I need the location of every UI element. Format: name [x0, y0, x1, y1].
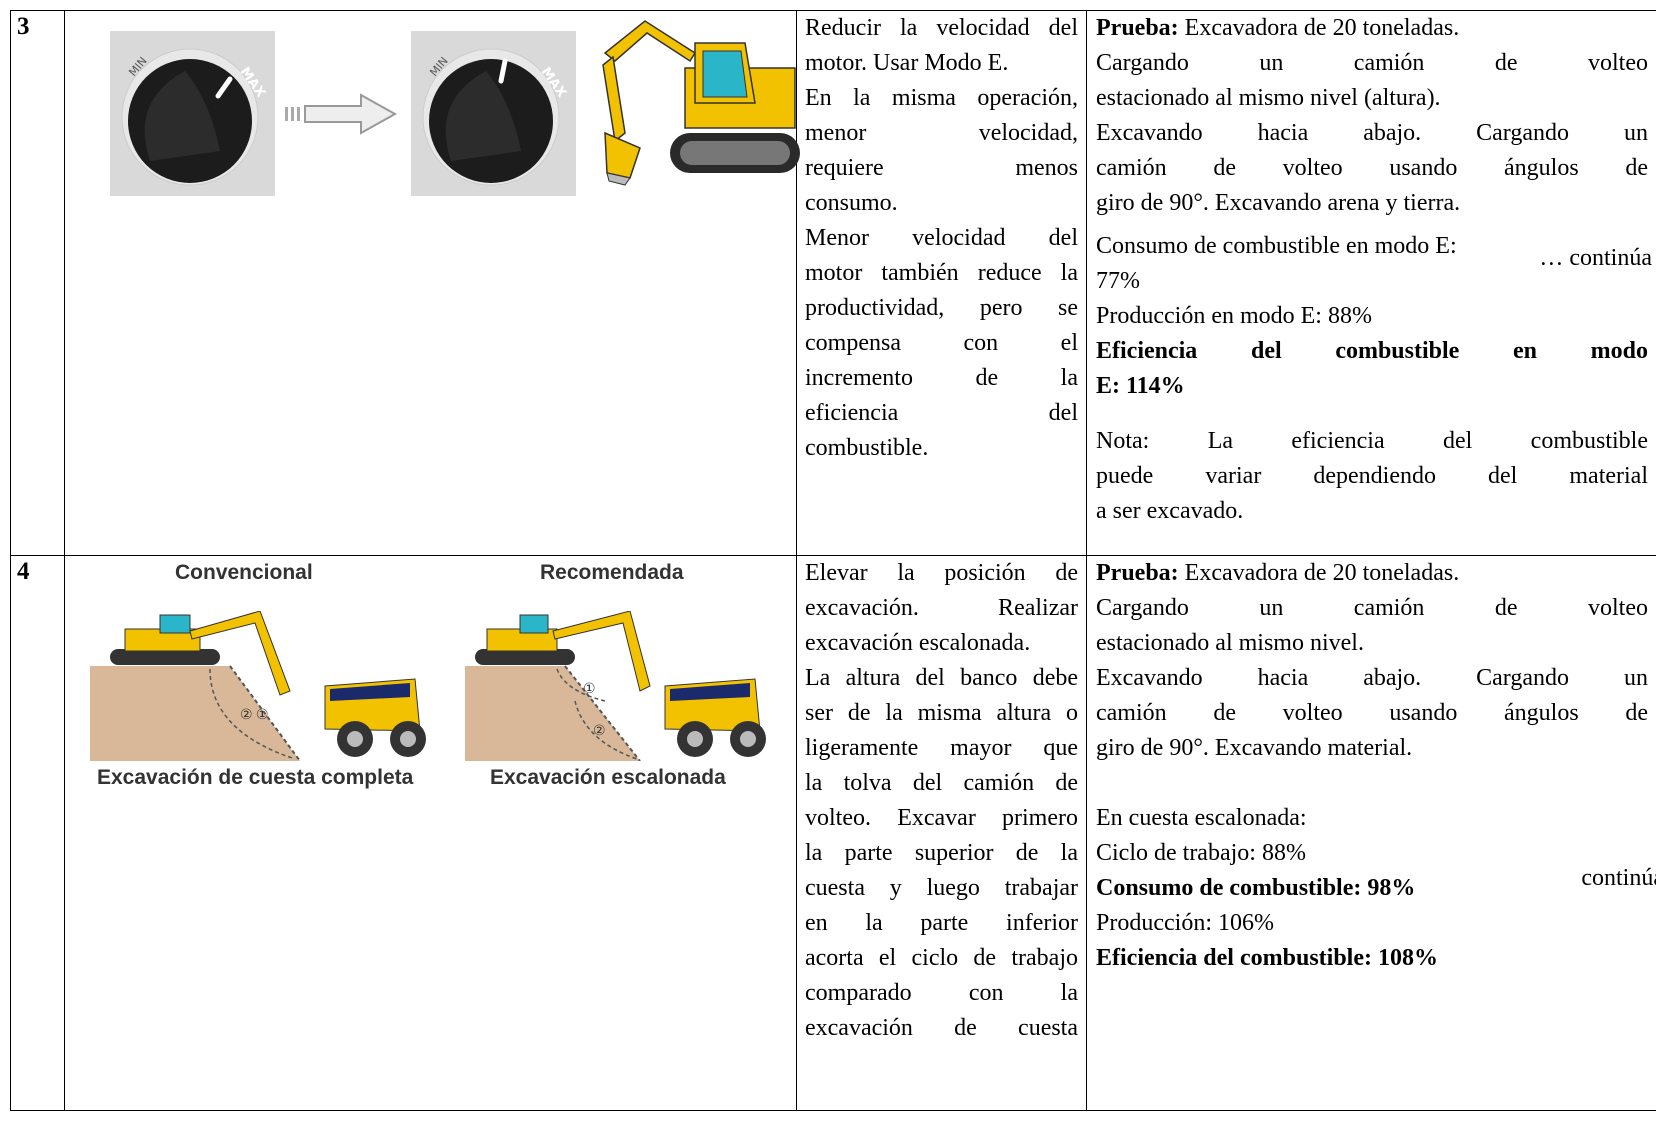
- row-number: 4: [10, 555, 65, 1111]
- marker-one: ①: [583, 681, 596, 697]
- row-number: 3: [10, 10, 65, 556]
- marker-two: ②: [593, 723, 606, 739]
- description-line: motor también reduce la: [805, 260, 1078, 286]
- description-line: la parte superior de la: [805, 840, 1078, 866]
- description-line: productividad, pero se: [805, 295, 1078, 321]
- description-line: La altura del banco debe: [805, 665, 1078, 691]
- test-line: Cargando un camión de volteo: [1096, 595, 1648, 621]
- description-line: excavación. Realizar: [805, 595, 1078, 621]
- description-line: requiere menos: [805, 155, 1078, 181]
- test-text: Excavadora de 20 toneladas.: [1178, 15, 1460, 41]
- stepped-illustration: ① ②: [465, 611, 766, 761]
- description-line: incremento de la: [805, 365, 1078, 391]
- work-cycle: Ciclo de trabajo: 88%: [1096, 840, 1306, 866]
- arrow-right-icon: [285, 93, 398, 135]
- document-table: 3 MIN MAX: [10, 10, 1656, 1111]
- fuel-consumption: Consumo de combustible: 98%: [1096, 875, 1416, 901]
- test-text: Excavadora de 20 toneladas.: [1178, 560, 1460, 586]
- illustration-cell: Convencional Recomendada ② ①: [64, 555, 797, 1111]
- note: puede variar dependiendo del material: [1096, 463, 1648, 489]
- description-line: la tolva del camión de: [805, 770, 1078, 796]
- description-line: ligeramente mayor que: [805, 735, 1078, 761]
- note: a ser excavado.: [1096, 498, 1244, 524]
- efficiency-value: E: 114%: [1096, 373, 1185, 399]
- test-line: camión de volteo usando ángulos de: [1096, 700, 1648, 726]
- throttle-dial-before: MIN MAX: [110, 31, 275, 196]
- description-line: compensa con el: [805, 330, 1078, 356]
- description-line: excavación de cuesta: [805, 1015, 1078, 1041]
- description-cell: Reducir la velocidad del motor. Usar Mod…: [796, 10, 1087, 556]
- caption-full-slope: Excavación de cuesta completa: [97, 766, 414, 789]
- description-cell: Elevar la posición de excavación. Realiz…: [796, 555, 1087, 1111]
- description-line: Elevar la posición de: [805, 560, 1078, 586]
- caption-conventional: Convencional: [175, 561, 313, 584]
- efficiency: Eficiencia del combustible: 108%: [1096, 945, 1438, 971]
- test-line: estacionado al mismo nivel.: [1096, 630, 1364, 656]
- description-line: excavación escalonada.: [805, 630, 1031, 656]
- description-line: combustible.: [805, 435, 929, 461]
- description-line: ser de la misma altura o: [805, 700, 1078, 726]
- continued-marker: … continúa: [1539, 245, 1652, 271]
- stepped-heading: En cuesta escalonada:: [1096, 805, 1307, 831]
- note: Nota: La eficiencia del combustible: [1096, 428, 1648, 454]
- description-line: Reducir la velocidad del: [805, 15, 1078, 41]
- description-line: consumo.: [805, 190, 898, 216]
- description-line: comparado con la: [805, 980, 1078, 1006]
- test-label: Prueba:: [1096, 560, 1179, 586]
- marker-two: ②: [240, 707, 253, 723]
- caption-stepped: Excavación escalonada: [490, 766, 726, 789]
- table-row: 3 MIN MAX: [10, 10, 1656, 556]
- continued-marker: continúa: [1581, 865, 1656, 891]
- test-line: estacionado al mismo nivel (altura).: [1096, 85, 1441, 111]
- throttle-dial-after: MIN MAX: [411, 31, 576, 196]
- fuel-consumption: Consumo de combustible en modo E:: [1096, 233, 1457, 259]
- caption-recommended: Recomendada: [540, 561, 684, 584]
- test-line: Cargando un camión de volteo: [1096, 50, 1648, 76]
- test-label: Prueba:: [1096, 15, 1179, 41]
- illustration-cell: MIN MAX MIN MAX: [64, 10, 800, 556]
- description-line: motor. Usar Modo E.: [805, 50, 1009, 76]
- test-line: Excavando hacia abajo. Cargando un: [1096, 120, 1648, 146]
- description-line: en la parte inferior: [805, 910, 1078, 936]
- description-line: Menor velocidad del: [805, 225, 1078, 251]
- excavator-illustration: [602, 20, 800, 186]
- description-line: acorta el ciclo de trabajo: [805, 945, 1078, 971]
- description-line: En la misma operación,: [805, 85, 1078, 111]
- test-line: giro de 90°. Excavando material.: [1096, 735, 1413, 761]
- test-line: camión de volteo usando ángulos de: [1096, 155, 1648, 181]
- description-line: volteo. Excavar primero: [805, 805, 1078, 831]
- efficiency: Eficiencia del combustible en modo: [1096, 338, 1648, 364]
- test-line: giro de 90°. Excavando arena y tierra.: [1096, 190, 1461, 216]
- fuel-consumption-value: 77%: [1096, 268, 1140, 294]
- table-row: 4 Convencional Recomendada ② ①: [10, 555, 1656, 1111]
- full-slope-illustration: ② ①: [90, 611, 426, 761]
- description-line: cuesta y luego trabajar: [805, 875, 1078, 901]
- test-cell: Prueba: Excavadora de 20 toneladas. Carg…: [1086, 555, 1656, 1111]
- production: Producción: 106%: [1096, 910, 1274, 936]
- test-line: Excavando hacia abajo. Cargando un: [1096, 665, 1648, 691]
- production: Producción en modo E: 88%: [1096, 303, 1372, 329]
- description-line: menor velocidad,: [805, 120, 1078, 146]
- test-cell: Prueba: Excavadora de 20 toneladas. Carg…: [1086, 10, 1656, 556]
- description-line: eficiencia del: [805, 400, 1078, 426]
- marker-one: ①: [256, 707, 269, 723]
